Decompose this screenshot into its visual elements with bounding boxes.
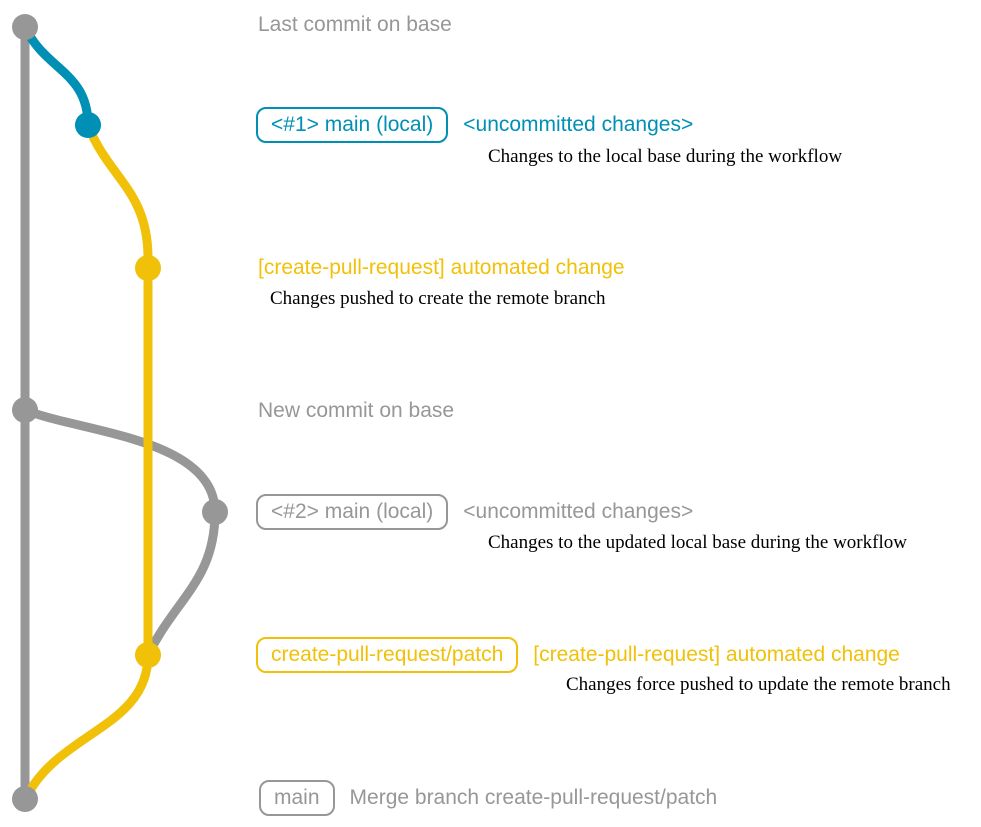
branch-line-patch	[21, 120, 153, 803]
branch-badge-patch: create-pull-request/patch	[256, 637, 519, 673]
commit-dot-local-1	[75, 112, 101, 138]
commit-dot-last-base	[12, 14, 38, 40]
commit-dot-merge	[12, 786, 38, 812]
branch-badge-main: main	[259, 780, 335, 816]
description-step2: Changes pushed to create the remote bran…	[270, 288, 606, 309]
description-step1: Changes to the local base during the wor…	[488, 146, 843, 167]
description-step4: Changes force pushed to update the remot…	[566, 674, 951, 695]
status-automated-change-1: [create-pull-request] automated change	[258, 256, 625, 279]
description-step3: Changes to the updated local base during…	[488, 532, 907, 553]
milestone-new-commit: New commit on base	[258, 399, 455, 422]
commit-dot-local-2	[202, 499, 228, 525]
step4-row: create-pull-request/patch [create-pull-r…	[256, 637, 900, 673]
status-uncommitted-2: <uncommitted changes>	[463, 500, 694, 523]
commit-dot-create-pr-1	[135, 255, 161, 281]
status-merge-message: Merge branch create-pull-request/patch	[349, 786, 718, 809]
milestone-last-commit: Last commit on base	[258, 13, 452, 36]
branch-badge-main-local-1: <#1> main (local)	[256, 107, 449, 143]
step3-row: <#2> main (local) <uncommitted changes>	[256, 494, 693, 530]
status-automated-change-2: [create-pull-request] automated change	[533, 643, 900, 666]
step2-row: [create-pull-request] automated change	[258, 256, 625, 280]
commit-dot-create-pr-2	[135, 642, 161, 668]
branch-line-local-2	[20, 405, 220, 660]
git-graph	[12, 14, 228, 812]
step1-row: <#1> main (local) <uncommitted changes>	[256, 107, 693, 143]
commit-dot-new-base	[12, 397, 38, 423]
merge-row: main Merge branch create-pull-request/pa…	[259, 780, 717, 816]
branch-line-local-1	[20, 22, 93, 130]
branch-badge-main-local-2: <#2> main (local)	[256, 494, 449, 530]
status-uncommitted-1: <uncommitted changes>	[463, 113, 694, 136]
